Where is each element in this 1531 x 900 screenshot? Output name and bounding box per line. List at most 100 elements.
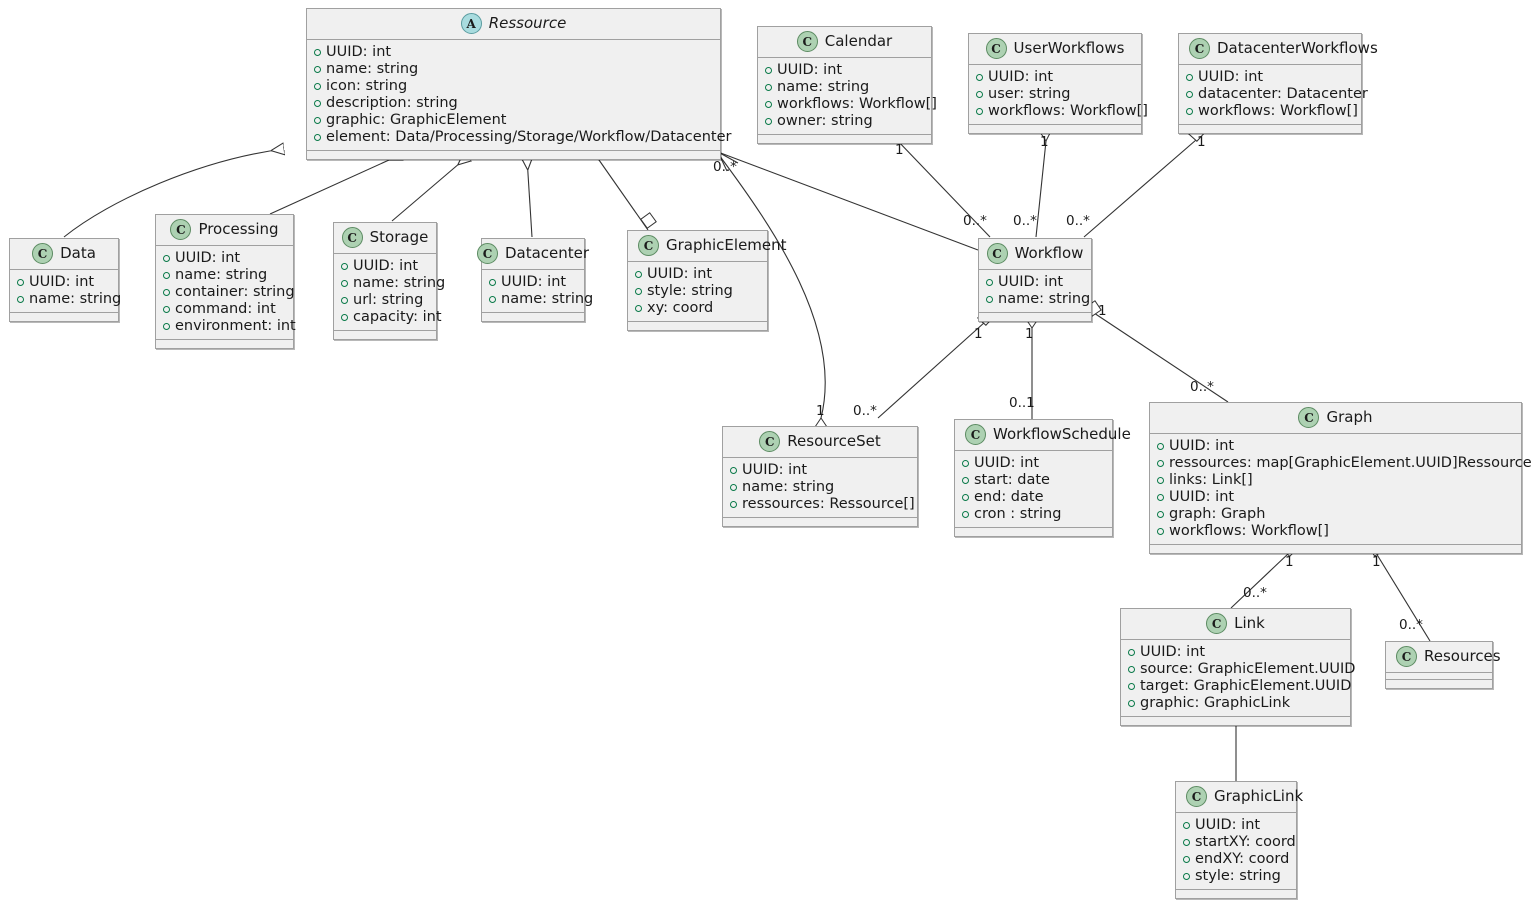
attribute-row: name: string (341, 275, 445, 292)
attribute-row: capacity: int (341, 309, 442, 326)
attribute-row: UUID: int (314, 44, 712, 61)
attribute-label: environment: int (175, 318, 296, 334)
attribute-row: xy: coord (635, 300, 759, 317)
visibility-public-icon (1186, 74, 1193, 81)
attribute-label: UUID: int (998, 274, 1064, 290)
visibility-public-icon (1186, 108, 1193, 115)
multiplicity-label: 0..* (963, 213, 987, 229)
class-name-graph: Graph (1326, 408, 1373, 426)
attribute-row: name: string (986, 291, 1090, 308)
class-name-graphicelement: GraphicElement (666, 236, 787, 254)
attribute-label: name: string (326, 61, 419, 77)
attribute-label: target: GraphicElement.UUID (1140, 678, 1352, 694)
attribute-row: start: date (962, 472, 1104, 489)
class-icon: C (1189, 38, 1210, 59)
visibility-public-icon (314, 117, 321, 124)
attribute-label: style: string (1195, 868, 1281, 884)
multiplicity-label: 0..* (853, 403, 877, 419)
attribute-row: startXY: coord (1183, 834, 1296, 851)
attribute-label: UUID: int (974, 455, 1040, 471)
visibility-public-icon (730, 501, 737, 508)
attribute-row: icon: string (314, 78, 712, 95)
attribute-row: workflows: Workflow[] (976, 103, 1148, 120)
attribute-row: name: string (163, 267, 285, 284)
visibility-public-icon (163, 323, 170, 330)
visibility-public-icon (1157, 443, 1164, 450)
class-methods-datacenter (482, 313, 584, 321)
class-methods-graphiclink (1176, 890, 1296, 898)
attribute-row: name: string (489, 291, 593, 308)
attribute-row: workflows: Workflow[] (1157, 523, 1513, 540)
visibility-public-icon (730, 484, 737, 491)
attribute-row: UUID: int (1183, 817, 1288, 834)
visibility-public-icon (962, 460, 969, 467)
class-icon: C (759, 431, 781, 452)
edge-userworkflows-workflow (1035, 140, 1047, 238)
visibility-public-icon (163, 272, 170, 279)
class-icon: C (32, 243, 54, 264)
class-icon: C (796, 31, 818, 52)
multiplicity-label: 1 (1025, 326, 1034, 342)
attribute-row: cron : string (962, 506, 1104, 523)
class-name-data: Data (60, 244, 96, 262)
attribute-label: graphic: GraphicElement (326, 112, 507, 128)
edge-processing-inherits-ressource (269, 155, 400, 215)
visibility-public-icon (1186, 91, 1193, 98)
class-icon: C (1396, 646, 1417, 667)
class-icon: C (1206, 613, 1228, 634)
class-methods-graphicelement (628, 322, 767, 330)
attribute-row: container: string (163, 284, 295, 301)
class-name-storage: Storage (369, 228, 429, 246)
attribute-row: owner: string (765, 113, 923, 130)
multiplicity-label: 1 (1098, 303, 1107, 319)
visibility-public-icon (962, 477, 969, 484)
visibility-public-icon (962, 511, 969, 518)
attribute-label: style: string (647, 283, 733, 299)
attribute-label: UUID: int (1169, 489, 1235, 505)
attribute-row: end: date (962, 489, 1104, 506)
class-icon: C (170, 219, 192, 240)
class-name-workflow: Workflow (1014, 244, 1084, 262)
attribute-label: workflows: Workflow[] (1198, 103, 1358, 119)
attribute-label: name: string (501, 291, 594, 307)
visibility-public-icon (341, 280, 348, 287)
attribute-label: UUID: int (29, 274, 95, 290)
attribute-row: ressources: Ressource[] (730, 496, 915, 513)
multiplicity-label: 1 (1372, 554, 1381, 570)
attribute-label: name: string (175, 267, 268, 283)
class-icon: C (1186, 786, 1207, 807)
attribute-label: workflows: Workflow[] (777, 96, 937, 112)
visibility-public-icon (314, 66, 321, 73)
attribute-label: graphic: GraphicLink (1140, 695, 1291, 711)
visibility-public-icon (1183, 822, 1190, 829)
visibility-public-icon (489, 279, 496, 286)
visibility-public-icon (1128, 649, 1135, 656)
edge-datacenter-inherits-ressource (527, 158, 532, 238)
attribute-label: UUID: int (1140, 644, 1206, 660)
class-methods-data (10, 313, 118, 321)
attribute-label: UUID: int (742, 462, 808, 478)
